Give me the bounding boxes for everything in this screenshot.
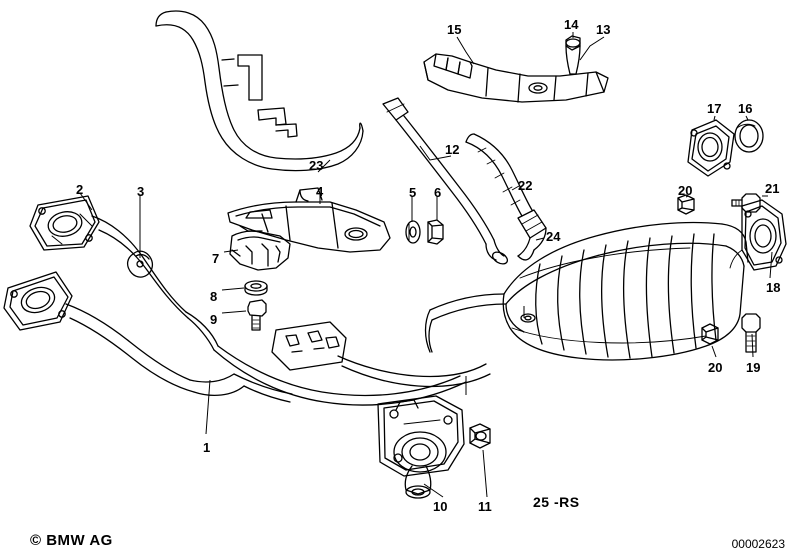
- callout-24: 24: [546, 229, 561, 244]
- part-5-washer: [405, 220, 421, 244]
- callout-23: 23: [309, 158, 324, 173]
- part-20b-nut: [701, 323, 719, 345]
- part-19-bolt: [741, 313, 761, 353]
- part-2-flange-lower: [3, 271, 73, 331]
- part-17-flange: [687, 119, 735, 177]
- callout-3: 3: [137, 184, 145, 199]
- part-20a-nut: [677, 194, 695, 215]
- callout-18: 18: [766, 280, 781, 295]
- callout-10: 10: [433, 499, 448, 514]
- callout-9: 9: [210, 312, 218, 327]
- callout-4: 4: [316, 184, 324, 199]
- callout-16: 16: [738, 101, 753, 116]
- callout-15: 15: [447, 22, 462, 37]
- part-21-bolt: [731, 193, 761, 213]
- part-10-mount: [377, 395, 465, 499]
- part-15-heat-shield: [423, 35, 609, 103]
- callout-19: 19: [746, 360, 761, 375]
- part-2-flange-upper: [29, 195, 100, 251]
- diagram-number: 00002623: [731, 537, 785, 551]
- part-12-lambda-sensor-cable: [382, 97, 509, 265]
- part-18-rear-flange: [729, 199, 787, 271]
- callout-20a: 20: [678, 183, 693, 198]
- diagram-title: 25 -RS: [533, 494, 580, 510]
- callout-6: 6: [434, 185, 442, 200]
- part-11-nut: [469, 423, 491, 449]
- part-24-connector: [517, 209, 547, 261]
- callout-22: 22: [518, 178, 533, 193]
- callout-11: 11: [478, 499, 492, 514]
- part-23-curved-pipe: [155, 10, 364, 172]
- part-7-clamp: [229, 230, 291, 271]
- callout-7: 7: [212, 251, 220, 266]
- callout-14: 14: [564, 17, 579, 32]
- callout-17: 17: [707, 101, 722, 116]
- callout-1: 1: [203, 440, 211, 455]
- callout-13: 13: [596, 22, 611, 37]
- part-16-gasket-ring: [734, 119, 764, 153]
- callout-20b: 20: [708, 360, 723, 375]
- part-8-washer: [244, 280, 268, 296]
- part-22-hose: [465, 133, 533, 217]
- part-4-bracket: [227, 187, 391, 253]
- callout-2: 2: [76, 182, 84, 197]
- callout-8: 8: [210, 289, 218, 304]
- part-6-nut: [427, 219, 444, 245]
- part-9-bolt: [247, 299, 267, 331]
- callout-12: 12: [445, 142, 460, 157]
- callout-5: 5: [409, 185, 417, 200]
- leader-lines: [79, 32, 773, 498]
- copyright-notice: © BMW AG: [30, 532, 113, 549]
- callout-21: 21: [765, 181, 780, 196]
- part-1-front-pipe: [65, 215, 507, 406]
- catalytic-converter-body: [502, 221, 749, 361]
